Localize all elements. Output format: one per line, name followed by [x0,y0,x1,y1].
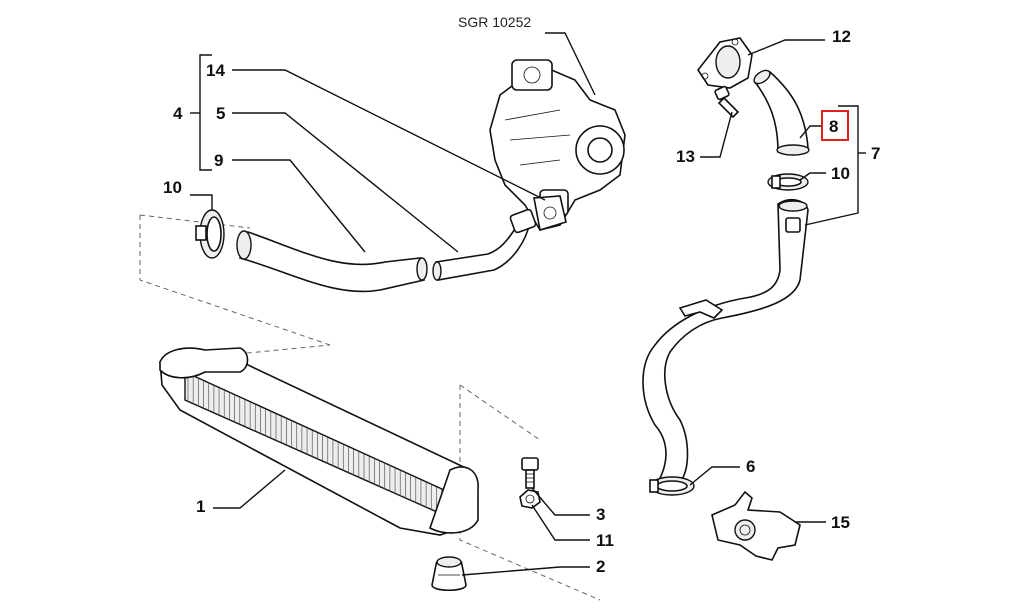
clamp-10-left [195,209,225,259]
callout-8[interactable]: 8 [829,117,838,136]
callout-7[interactable]: 7 [871,144,880,163]
gasket-14 [533,195,567,232]
callout-3[interactable]: 3 [596,505,605,524]
clamp-6 [649,476,695,496]
callout-12[interactable]: 12 [832,27,851,46]
dashed-guides [139,214,601,601]
callout-4[interactable]: 4 [173,104,183,123]
turbo-reference-label: SGR 10252 [458,14,531,30]
callout-15[interactable]: 15 [831,513,850,532]
callout-10-left[interactable]: 10 [163,178,182,197]
bolt-3 [521,457,539,489]
callout-6[interactable]: 6 [746,457,755,476]
callout-13[interactable]: 13 [676,147,695,166]
leader-lines [190,39,866,576]
highlight-box-8 [821,110,849,141]
intercooler-1 [159,347,479,536]
nut-11 [519,489,541,509]
callout-10-right[interactable]: 10 [831,164,850,183]
callout-1[interactable]: 1 [196,497,205,516]
clamp-10-right [767,173,809,191]
intercooler-fins [187,374,453,520]
callout-labels: 14 4 5 9 10 1 3 11 2 12 13 8 7 10 6 15 [163,27,880,576]
callout-5[interactable]: 5 [216,104,225,123]
callout-14[interactable]: 14 [206,61,225,80]
elbow-hose-8 [753,69,810,156]
bracket-15 [711,490,801,561]
flange-12 [697,37,753,89]
turbo-reference-leader [545,32,596,96]
bolt-13 [714,85,740,119]
hose-9 [236,230,428,293]
hose-assembly-7 [642,198,809,483]
callout-11[interactable]: 11 [596,531,614,550]
callout-2[interactable]: 2 [596,557,605,576]
pipe-5 [432,208,537,281]
callout-9[interactable]: 9 [214,151,223,170]
rubber-mount-2 [431,556,467,592]
